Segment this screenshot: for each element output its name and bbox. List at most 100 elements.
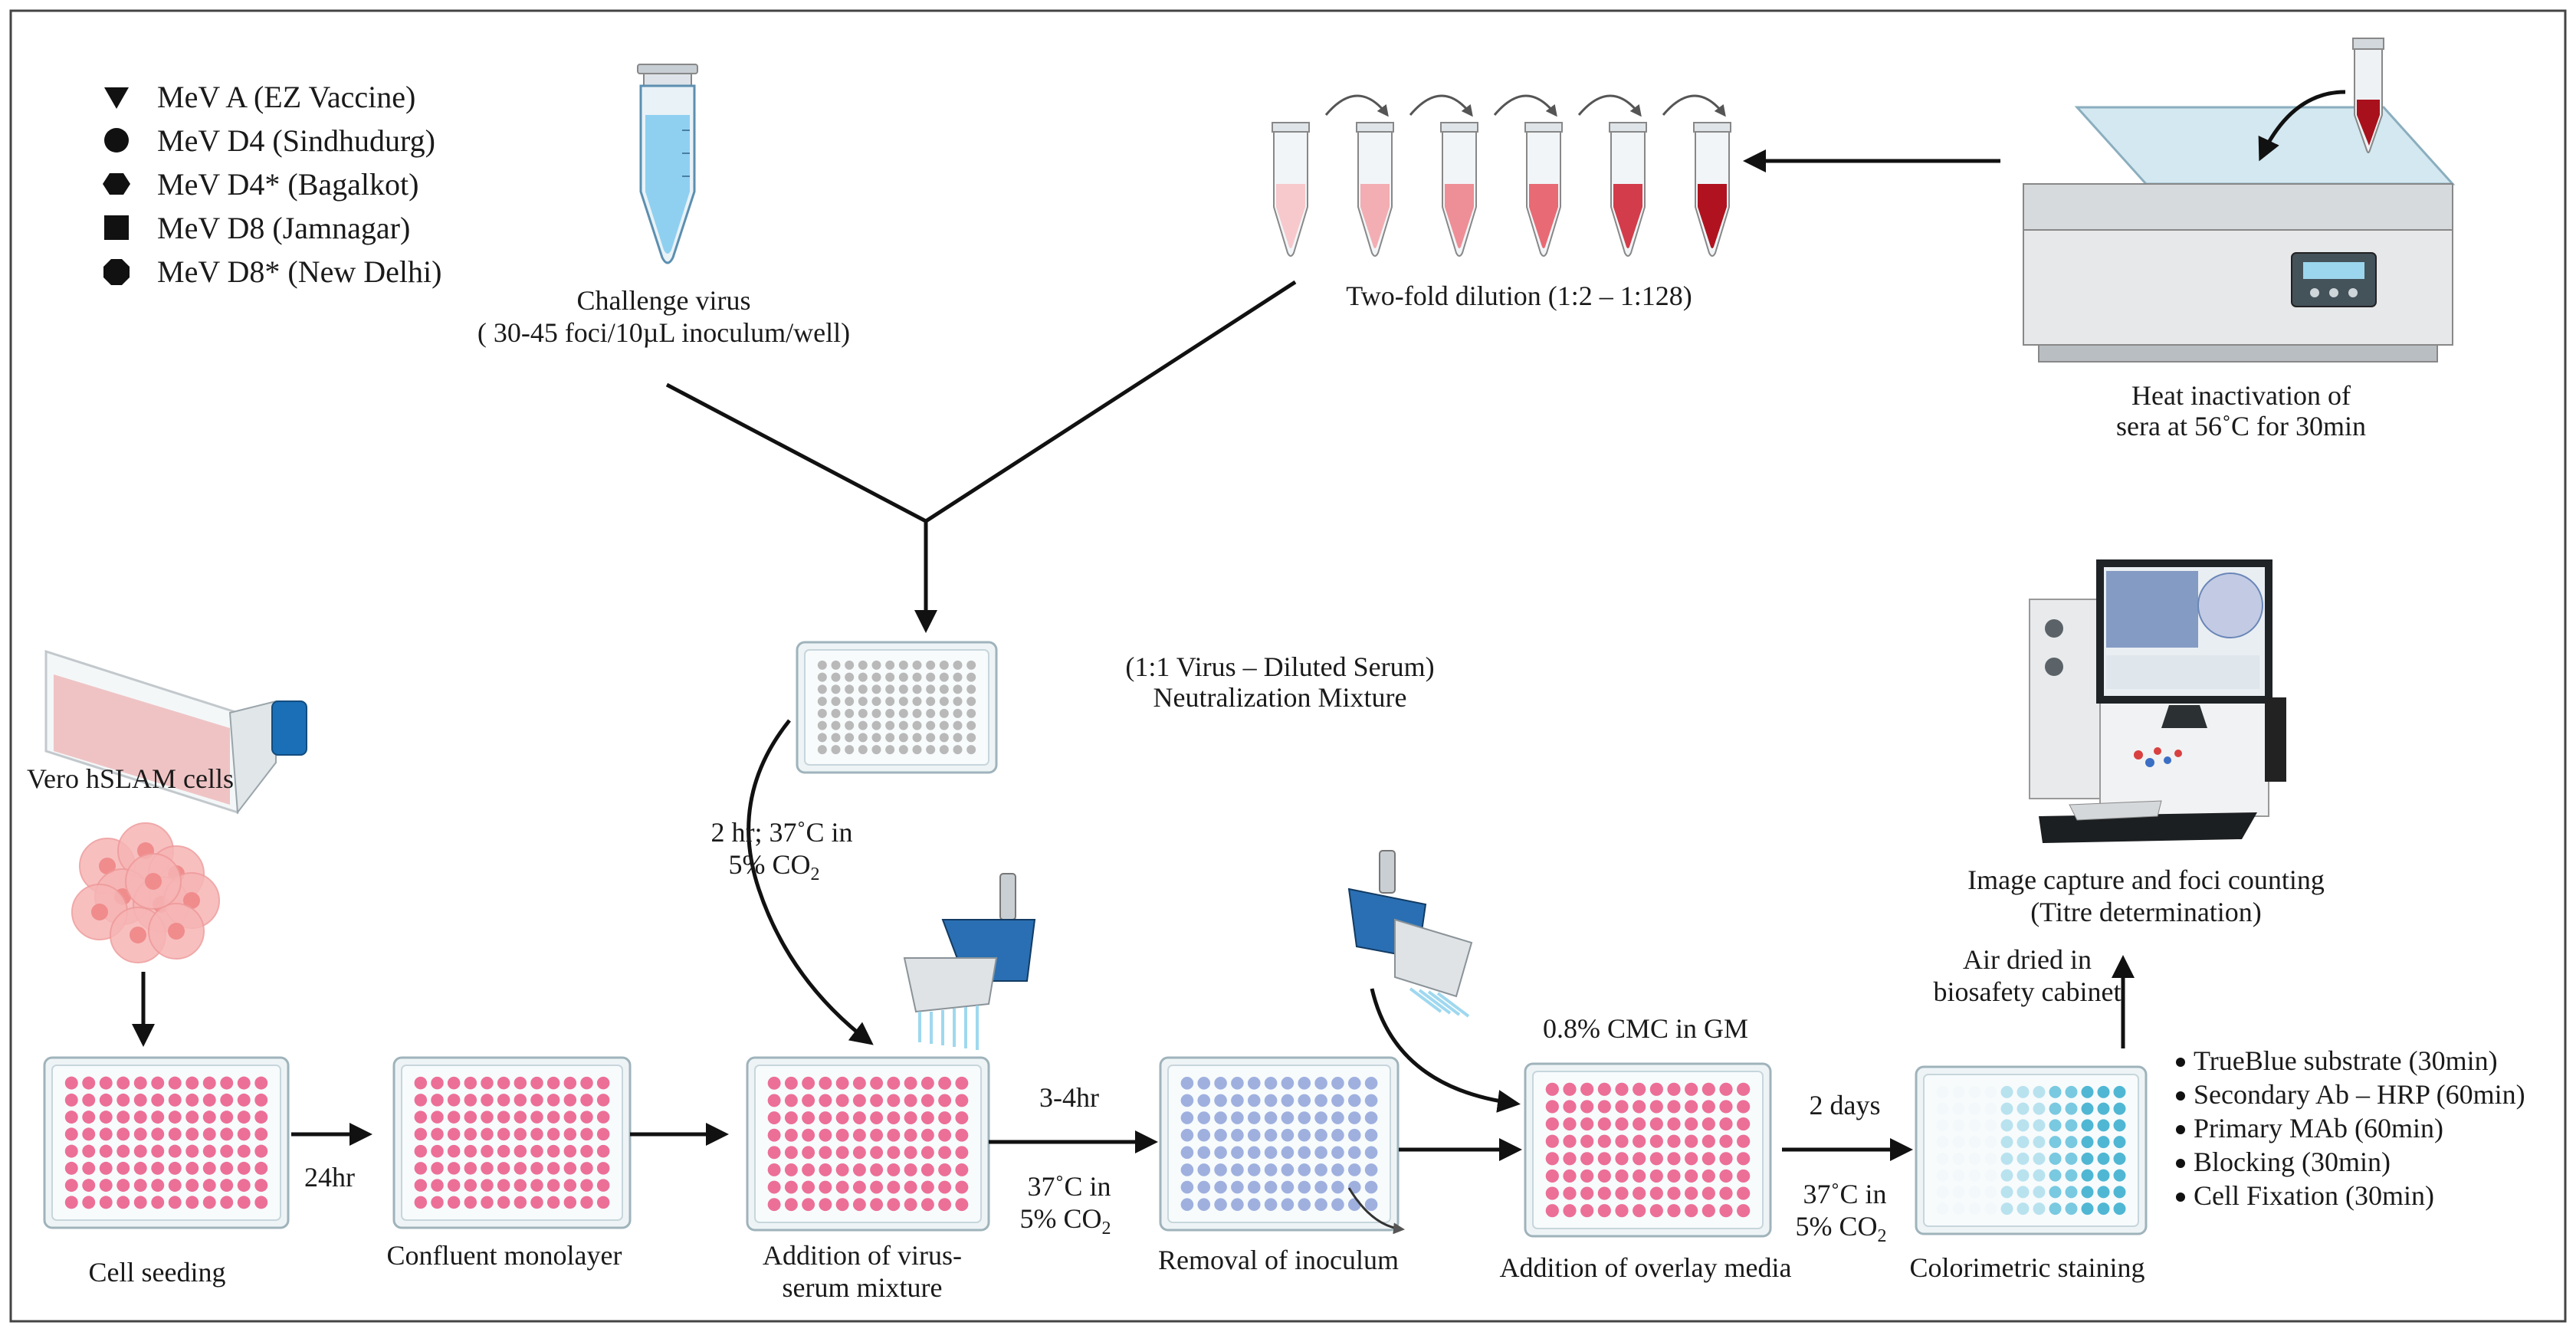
well bbox=[563, 1162, 577, 1175]
well bbox=[817, 697, 827, 707]
well bbox=[1936, 1186, 1949, 1199]
well bbox=[464, 1094, 477, 1107]
staining-step-item: Primary MAb (60min) bbox=[2194, 1113, 2443, 1143]
well bbox=[1952, 1102, 1965, 1115]
well bbox=[481, 1196, 494, 1209]
well bbox=[852, 1163, 866, 1176]
well bbox=[887, 1180, 901, 1194]
dilution-tube-icon bbox=[1272, 122, 1310, 257]
co2-subscript: 2 bbox=[811, 864, 820, 884]
well bbox=[955, 1076, 969, 1090]
well bbox=[898, 708, 908, 718]
well bbox=[831, 720, 841, 730]
well bbox=[819, 1094, 832, 1107]
well bbox=[1563, 1082, 1577, 1096]
well bbox=[817, 720, 827, 730]
well bbox=[871, 672, 881, 682]
well bbox=[939, 733, 949, 743]
well bbox=[1701, 1186, 1715, 1200]
well bbox=[955, 1146, 969, 1160]
well bbox=[898, 733, 908, 743]
well bbox=[447, 1094, 461, 1107]
well bbox=[530, 1144, 543, 1158]
well bbox=[1197, 1146, 1211, 1160]
well bbox=[784, 1076, 798, 1090]
well bbox=[202, 1161, 216, 1175]
well bbox=[1701, 1100, 1715, 1114]
well bbox=[1180, 1077, 1194, 1090]
well bbox=[116, 1196, 130, 1209]
cell-culture-flask-icon bbox=[44, 649, 307, 815]
well bbox=[887, 1094, 901, 1107]
well bbox=[955, 1163, 969, 1176]
well bbox=[202, 1111, 216, 1124]
well bbox=[254, 1093, 268, 1107]
well bbox=[926, 660, 936, 670]
cell-cluster-icon bbox=[71, 822, 220, 963]
well bbox=[2097, 1136, 2110, 1149]
well bbox=[1984, 1102, 1997, 1115]
well bbox=[1597, 1117, 1611, 1131]
well bbox=[1563, 1152, 1577, 1166]
well bbox=[2000, 1136, 2013, 1149]
well bbox=[1545, 1152, 1559, 1166]
well bbox=[481, 1076, 494, 1090]
well bbox=[1667, 1117, 1681, 1131]
well bbox=[1281, 1077, 1295, 1090]
well bbox=[1701, 1082, 1715, 1096]
well bbox=[1314, 1146, 1327, 1160]
well bbox=[2049, 1085, 2062, 1098]
well bbox=[802, 1163, 815, 1176]
line-challenge-to-mix bbox=[665, 382, 927, 523]
well bbox=[858, 697, 868, 707]
well bbox=[1633, 1100, 1646, 1114]
well bbox=[1364, 1163, 1378, 1176]
air-dried-label: Air dried in bbox=[1963, 944, 2092, 975]
well bbox=[1180, 1128, 1194, 1142]
well bbox=[2113, 1152, 2126, 1165]
well bbox=[1633, 1186, 1646, 1200]
well bbox=[1968, 1152, 1981, 1165]
well bbox=[1331, 1180, 1344, 1194]
well bbox=[1633, 1152, 1646, 1166]
well bbox=[926, 745, 936, 755]
well bbox=[1615, 1186, 1629, 1200]
transfer-arrow bbox=[1662, 94, 1726, 117]
well bbox=[1180, 1094, 1194, 1107]
well bbox=[1331, 1128, 1344, 1142]
well bbox=[831, 697, 841, 707]
well bbox=[887, 1111, 901, 1125]
transfer-arrow bbox=[1409, 94, 1473, 117]
well bbox=[82, 1196, 96, 1209]
well bbox=[1281, 1180, 1295, 1194]
well bbox=[2016, 1169, 2030, 1182]
well bbox=[2113, 1202, 2126, 1216]
drop-arrow bbox=[2258, 90, 2346, 162]
legend-label: MeV D4* (Bagalkot) bbox=[157, 167, 418, 202]
well bbox=[1180, 1163, 1194, 1176]
well bbox=[185, 1093, 199, 1107]
well bbox=[2000, 1169, 2013, 1182]
well bbox=[898, 684, 908, 694]
well bbox=[852, 1076, 866, 1090]
well bbox=[220, 1127, 234, 1141]
well bbox=[852, 1180, 866, 1194]
well bbox=[1298, 1146, 1311, 1160]
well bbox=[2016, 1186, 2030, 1199]
well bbox=[1545, 1169, 1559, 1183]
well bbox=[784, 1146, 798, 1160]
challenge-virus-inoculum: ( 30-45 foci/10µL inoculum/well) bbox=[477, 317, 850, 348]
arrow-step5-time: 2 days bbox=[1810, 1090, 1881, 1120]
well bbox=[817, 708, 827, 718]
well bbox=[596, 1111, 610, 1124]
well bbox=[2113, 1119, 2126, 1132]
well bbox=[1347, 1128, 1361, 1142]
well bbox=[1331, 1077, 1344, 1090]
well bbox=[953, 684, 963, 694]
well bbox=[1197, 1128, 1211, 1142]
well bbox=[1633, 1204, 1646, 1218]
plate-removal-inoculum bbox=[1159, 1056, 1400, 1232]
well bbox=[2081, 1186, 2094, 1199]
well bbox=[871, 660, 881, 670]
well bbox=[1968, 1085, 1981, 1098]
